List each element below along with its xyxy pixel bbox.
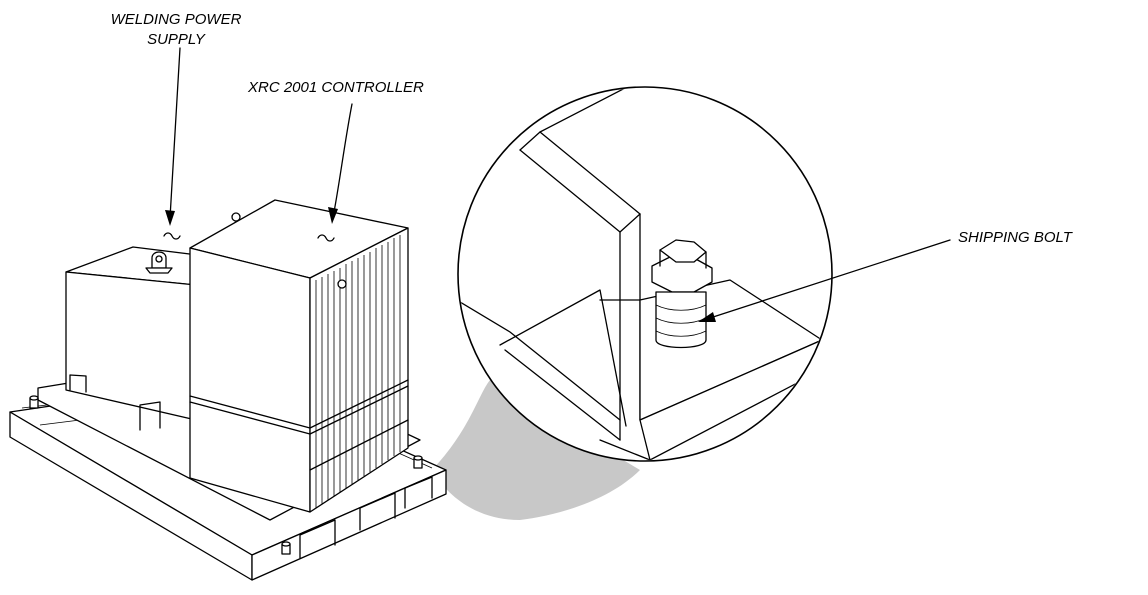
pallet-bolt bbox=[413, 455, 423, 469]
welding-label-line-1: WELDING POWER bbox=[110, 11, 242, 28]
pallet-bolt bbox=[29, 395, 39, 409]
pallet-bolt bbox=[281, 541, 291, 555]
welding-power-supply-label: WELDING POWER SUPPLY bbox=[96, 10, 256, 50]
callout-wedge bbox=[432, 380, 640, 520]
xrc-controller-cabinet bbox=[189, 199, 409, 513]
shipping-bolt-label: SHIPPING BOLT bbox=[958, 229, 1072, 246]
magnified-detail bbox=[457, 86, 833, 462]
xrc-controller-label: XRC 2001 CONTROLLER bbox=[248, 79, 424, 96]
welding-power-supply-unit bbox=[65, 232, 223, 431]
leader-welding bbox=[165, 47, 181, 226]
welding-label-line-2: SUPPLY bbox=[147, 31, 205, 48]
lifting-eye-icon bbox=[145, 251, 173, 274]
leader-shipping-bolt bbox=[698, 239, 951, 322]
shipping-bolt-closeup bbox=[651, 239, 713, 349]
leader-xrc bbox=[328, 103, 353, 224]
cabinet-side-shading bbox=[315, 235, 401, 508]
